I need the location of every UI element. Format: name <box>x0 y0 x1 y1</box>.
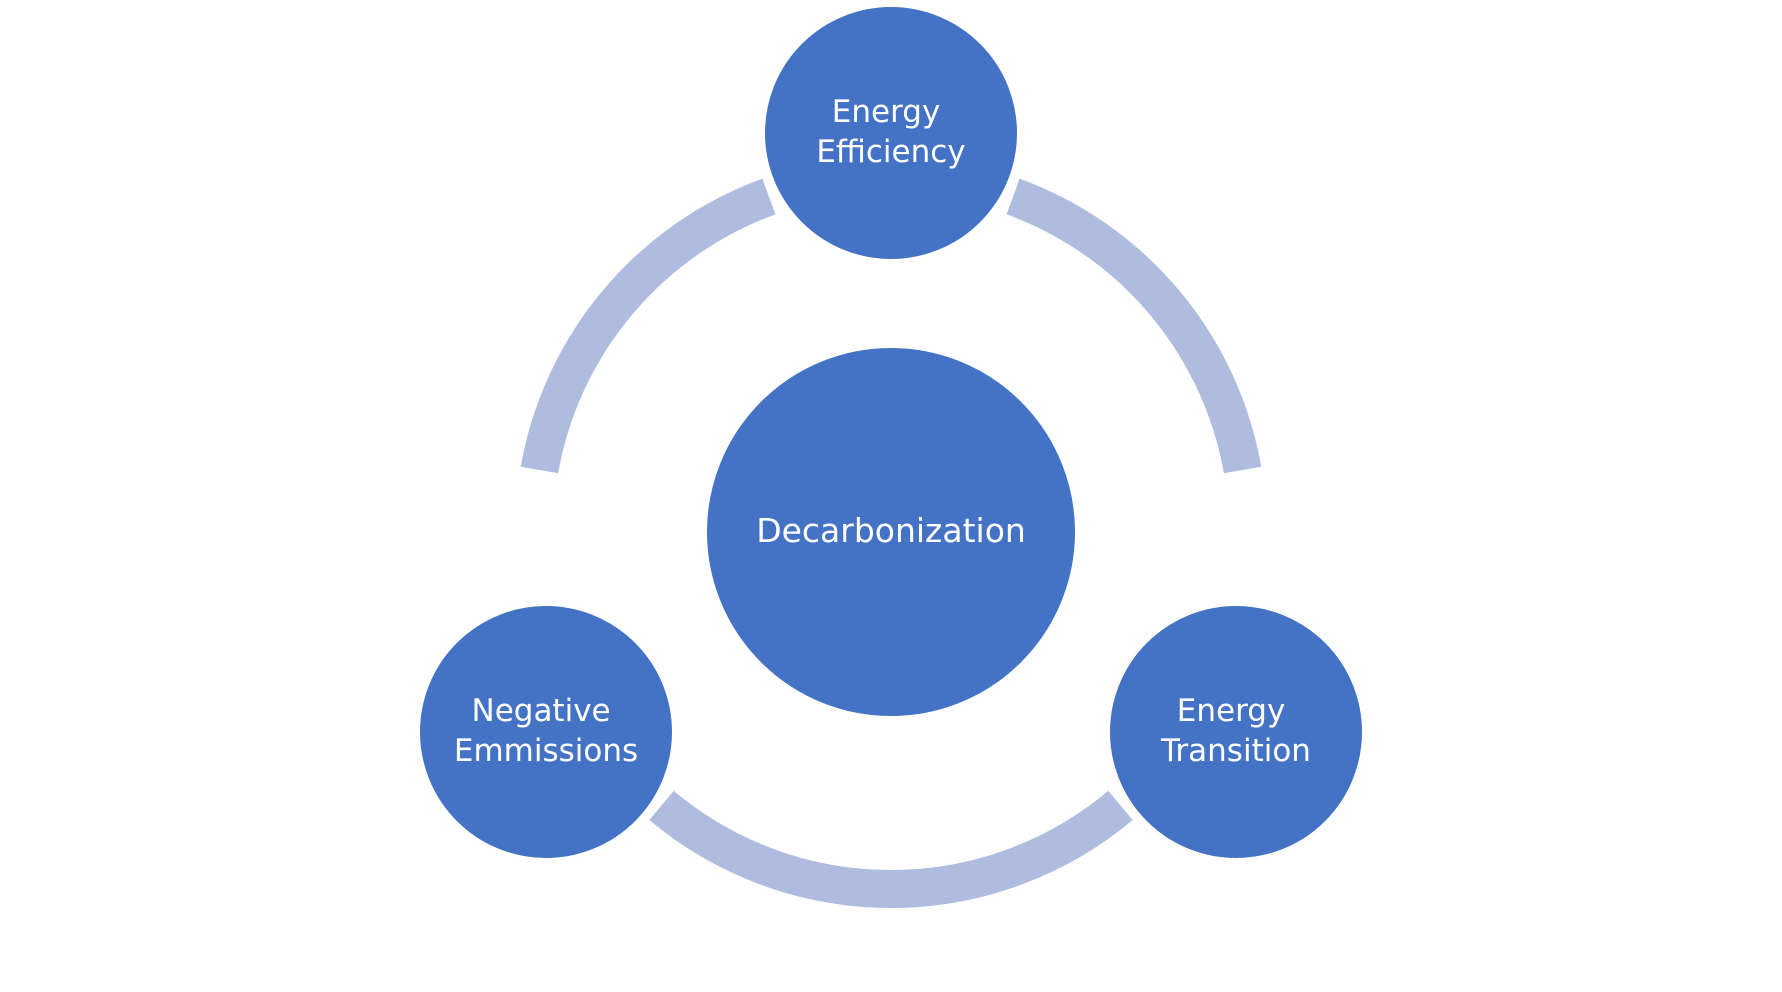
node-energy-transition: Energy Transition <box>1106 602 1366 862</box>
node-energy-efficiency-circle <box>761 3 1021 263</box>
node-negative-emmissions-label: Negative Emmissions <box>454 693 638 769</box>
node-energy-transition-circle <box>1106 602 1366 862</box>
node-energy-transition-label: Energy Transition <box>1160 693 1311 769</box>
node-energy-efficiency-line-2: Efficiency <box>816 134 965 170</box>
center-node-label: Decarbonization <box>756 511 1026 550</box>
ring-arc-top-right <box>1006 178 1262 474</box>
node-energy-efficiency: Energy Efficiency <box>761 3 1021 263</box>
node-energy-transition-line-1: Energy <box>1177 693 1286 729</box>
center-node-label-line: Decarbonization <box>756 511 1026 550</box>
cycle-ring <box>520 178 1262 909</box>
ring-arc-left-top <box>520 178 776 474</box>
node-energy-efficiency-line-1: Energy <box>832 94 941 130</box>
node-negative-emmissions-line-2: Emmissions <box>454 733 638 769</box>
ring-arc-right-left <box>649 790 1133 909</box>
center-node: Decarbonization <box>703 344 1079 720</box>
node-negative-emmissions-line-1: Negative <box>472 693 611 729</box>
center-node-circle <box>703 344 1079 720</box>
node-negative-emmissions-circle <box>416 602 676 862</box>
node-energy-efficiency-label: Energy Efficiency <box>816 94 965 170</box>
node-energy-transition-line-2: Transition <box>1160 733 1311 769</box>
node-negative-emmissions: Negative Emmissions <box>416 602 676 862</box>
